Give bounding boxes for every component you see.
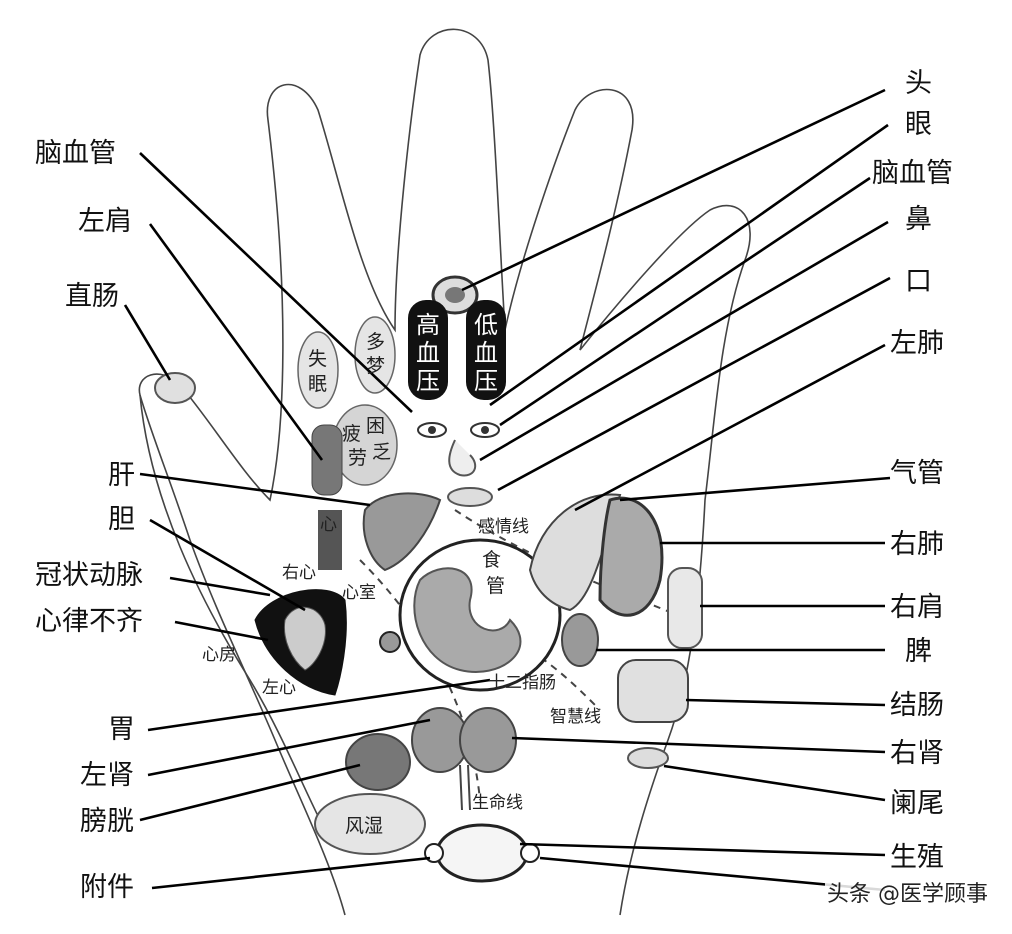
label-nose: 鼻	[905, 204, 932, 235]
heart-small-label: 心	[320, 515, 337, 535]
dreams-zone	[354, 316, 396, 394]
left-labels: 脑血管 左肩 直肠 肝 胆 冠状动脉 心律不齐 胃 左肾 膀胱 附件	[35, 138, 143, 903]
rheumatism-label: 风湿	[345, 815, 383, 837]
left-shoulder-zone	[311, 424, 343, 496]
low-bp-char-2: 血	[474, 339, 498, 367]
appendix-zone	[627, 747, 669, 769]
bladder-zone	[345, 733, 411, 791]
mouth-icon	[447, 487, 493, 507]
esophagus-char-2: 管	[486, 575, 505, 597]
rheumatism-zone	[314, 793, 426, 855]
fatigue-char-1: 疲	[342, 423, 361, 445]
nose-icon	[448, 439, 477, 477]
stomach-icon	[413, 567, 522, 673]
label-reproductive: 生殖	[890, 842, 944, 873]
right-heart-label: 右心	[282, 563, 316, 583]
label-stomach: 胃	[108, 714, 135, 745]
dreams-char-1: 多	[366, 331, 385, 353]
emotion-line-label: 感情线	[478, 517, 529, 537]
right-lung-icon	[598, 496, 664, 617]
fatigue-char-4: 乏	[372, 441, 391, 463]
insomnia-zone	[297, 331, 339, 409]
wisdom-line-label: 智慧线	[550, 707, 601, 727]
life-line-label: 生命线	[472, 793, 523, 813]
label-trachea: 气管	[890, 458, 944, 489]
liver-icon	[362, 492, 442, 572]
label-brain-vessel-left: 脑血管	[35, 138, 116, 169]
hand-outline	[138, 28, 751, 916]
label-head: 头	[905, 68, 932, 99]
fatigue-char-2: 困	[366, 415, 385, 437]
label-adnexa: 附件	[80, 872, 134, 903]
watermark: 头条 @医学顾事	[825, 876, 990, 908]
label-left-lung: 左肺	[890, 328, 944, 359]
inner-labels: 高 血 压 低 血 压 多 梦 失 眠 疲 困 劳 乏 感情线 心 右心 心室 …	[202, 311, 601, 837]
label-colon: 结肠	[890, 690, 944, 721]
label-right-shoulder: 右肩	[890, 592, 944, 623]
low-bp-char-3: 压	[474, 367, 498, 395]
ventricle-label: 心室	[342, 583, 376, 603]
label-appendix: 阑尾	[890, 788, 944, 819]
label-arrhythmia: 心律不齐	[35, 606, 143, 637]
fatigue-char-3: 劳	[348, 447, 367, 469]
high-bp-char-3: 压	[416, 367, 440, 395]
right-kidney-icon	[459, 707, 517, 773]
label-eye: 眼	[905, 109, 932, 140]
duodenum-label: 十二指肠	[488, 673, 556, 693]
insomnia-char-2: 眠	[308, 373, 327, 395]
heart-icon	[283, 606, 326, 671]
high-bp-char-1: 高	[416, 311, 440, 339]
leader-lines	[123, 88, 891, 892]
label-spleen: 脾	[905, 636, 932, 667]
label-rectum: 直肠	[65, 281, 119, 312]
low-bp-box	[466, 300, 506, 400]
atrium-label: 心房	[202, 645, 236, 665]
organs	[154, 275, 703, 883]
esophagus-char-1: 食	[482, 549, 501, 571]
dreams-char-2: 梦	[366, 355, 385, 377]
wisdom-line-path	[529, 649, 601, 711]
label-left-kidney: 左肾	[80, 760, 134, 791]
label-right-kidney: 右肾	[890, 738, 944, 769]
label-right-lung: 右肺	[890, 529, 944, 560]
spleen-zone	[561, 613, 599, 667]
colon-zone	[617, 659, 689, 723]
reproductive-zone	[435, 823, 529, 883]
insomnia-char-1: 失	[308, 348, 327, 370]
high-bp-char-2: 血	[416, 339, 440, 367]
adnexa-right	[520, 843, 540, 863]
label-left-shoulder: 左肩	[78, 206, 132, 237]
label-gallbladder: 胆	[108, 504, 135, 535]
right-shoulder-zone	[667, 567, 703, 649]
low-bp-char-1: 低	[474, 311, 498, 339]
label-liver: 肝	[108, 460, 135, 491]
label-brain-vessel-right: 脑血管	[872, 158, 953, 189]
rectum-zone	[154, 372, 196, 404]
left-heart-label: 左心	[262, 678, 296, 698]
label-coronary: 冠状动脉	[35, 560, 143, 591]
arrhythmia-point	[379, 631, 401, 653]
high-bp-box	[408, 300, 448, 400]
right-labels: 头 眼 脑血管 鼻 口 左肺 气管 右肺 右肩 脾 结肠 右肾 阑尾 生殖	[872, 68, 953, 873]
label-mouth: 口	[905, 266, 932, 297]
label-bladder: 膀胱	[80, 806, 134, 837]
